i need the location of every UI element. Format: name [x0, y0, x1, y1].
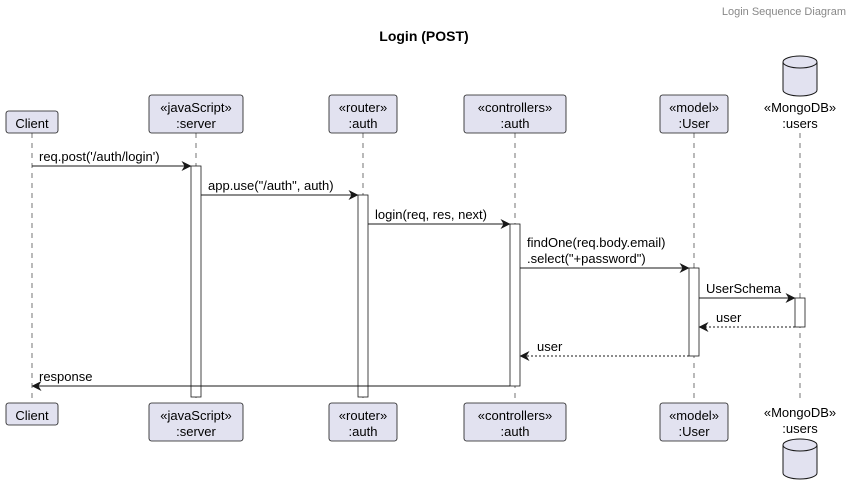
participant-label: :User	[678, 424, 710, 439]
participant-client-bottom: Client	[5, 402, 59, 426]
participant-label: «MongoDB»	[764, 100, 836, 115]
participant-server-bottom: «javaScript»:server	[148, 402, 244, 442]
message-4: findOne(req.body.email).select("+passwor…	[520, 235, 690, 273]
message-label: app.use("/auth", auth)	[208, 178, 334, 193]
participant-box	[659, 402, 729, 442]
participant-model-user-top: «model»:User	[659, 94, 729, 134]
database-icon-rim	[782, 444, 818, 452]
activation-bars	[190, 165, 806, 398]
message-label: findOne(req.body.email)	[527, 235, 666, 250]
participant-label: «router»	[339, 408, 387, 423]
participant-label: «javaScript»	[160, 408, 232, 423]
participant-label: :User	[678, 116, 710, 131]
participant-box	[328, 402, 398, 442]
message-2: app.use("/auth", auth)	[201, 178, 359, 200]
participant-box	[5, 110, 59, 134]
participant-router-auth-top: «router»:auth	[328, 94, 398, 134]
message-7: user	[519, 339, 689, 361]
participant-label: :users	[782, 116, 818, 131]
diagram-header: Login Sequence Diagram	[722, 6, 846, 18]
participant-label: «model»	[669, 408, 719, 423]
participant-label: :auth	[349, 424, 378, 439]
participant-controllers-auth-bottom: «controllers»:auth	[463, 402, 567, 442]
participant-label: «model»	[669, 100, 719, 115]
participant-label: Client	[15, 408, 49, 423]
participant-box	[463, 94, 567, 134]
participant-client-top: Client	[5, 110, 59, 134]
participant-box	[463, 402, 567, 442]
activation-router-auth	[357, 194, 369, 398]
participant-label: :server	[176, 116, 216, 131]
participant-box	[328, 94, 398, 134]
message-label: login(req, res, next)	[375, 207, 487, 222]
message-label: UserSchema	[706, 281, 782, 296]
participant-label: «controllers»	[478, 100, 552, 115]
participant-label: :auth	[501, 424, 530, 439]
database-icon	[782, 438, 818, 480]
message-8: response	[31, 369, 510, 391]
message-label: response	[39, 369, 92, 384]
diagram-title: Login (POST)	[379, 28, 468, 44]
participant-label: «MongoDB»	[764, 405, 836, 420]
activation-mongodb-users	[794, 297, 806, 328]
participant-model-user-bottom: «model»:User	[659, 402, 729, 442]
participant-label: «javaScript»	[160, 100, 232, 115]
message-1: req.post('/auth/login')	[32, 149, 192, 171]
participant-label: :users	[782, 421, 818, 436]
activation-model-user	[688, 267, 700, 357]
message-6: user	[698, 310, 795, 332]
participant-label: «controllers»	[478, 408, 552, 423]
participant-mongodb-users-top: «MongoDB»:users	[764, 55, 836, 131]
message-label: user	[537, 339, 563, 354]
participant-router-auth-bottom: «router»:auth	[328, 402, 398, 442]
database-icon-rim	[782, 61, 818, 69]
participant-label: :auth	[501, 116, 530, 131]
participant-label: :auth	[349, 116, 378, 131]
participant-box	[5, 402, 59, 426]
activation-controllers-auth	[509, 223, 521, 387]
participant-controllers-auth-top: «controllers»:auth	[463, 94, 567, 134]
message-3: login(req, res, next)	[368, 207, 511, 229]
message-5: UserSchema	[699, 281, 796, 303]
participants-top: Client«javaScript»:server«router»:auth«c…	[5, 55, 836, 134]
message-label: req.post('/auth/login')	[39, 149, 160, 164]
participant-label: Client	[15, 116, 49, 131]
participants-bottom: Client«javaScript»:server«router»:auth«c…	[5, 402, 836, 480]
messages: req.post('/auth/login') app.use("/auth", …	[31, 149, 796, 391]
database-icon	[782, 55, 818, 97]
participant-box	[659, 94, 729, 134]
participant-mongodb-users-bottom: «MongoDB»:users	[764, 405, 836, 480]
message-label: user	[716, 310, 742, 325]
message-label: .select("+password")	[527, 251, 646, 266]
participant-server-top: «javaScript»:server	[148, 94, 244, 134]
activation-server	[190, 165, 202, 398]
participant-label: «router»	[339, 100, 387, 115]
participant-label: :server	[176, 424, 216, 439]
participant-box	[148, 94, 244, 134]
participant-box	[148, 402, 244, 442]
